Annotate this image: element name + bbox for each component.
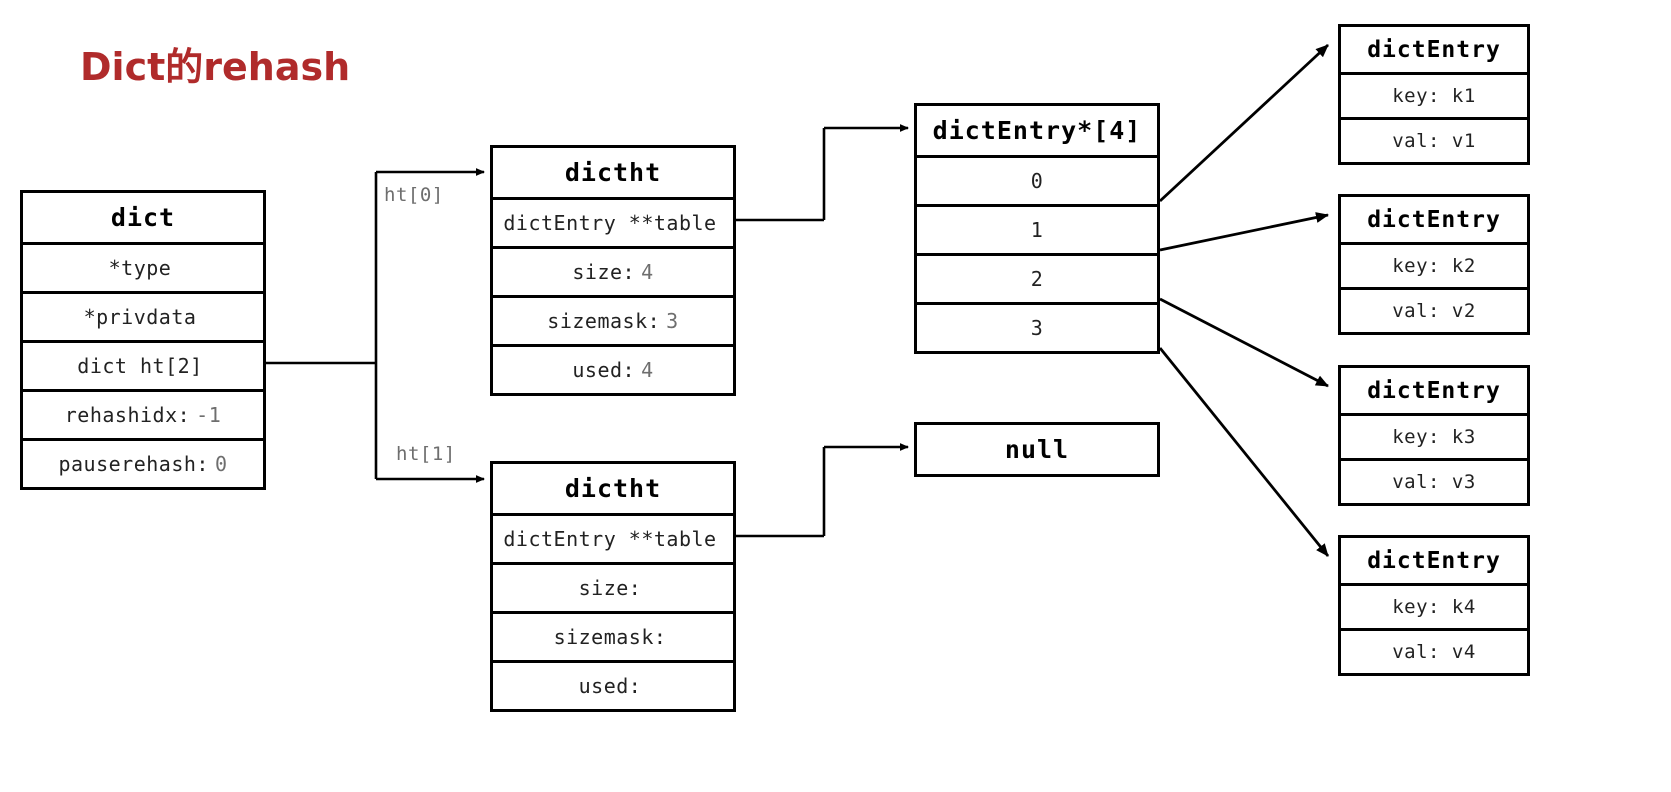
dictentry-box-2: dictEntry key: k2 val: v2 <box>1338 194 1530 335</box>
dict-row-privdata-label: *privdata <box>83 305 197 329</box>
dictentry-4-val: val: v4 <box>1341 628 1527 673</box>
dictentry-box-1: dictEntry key: k1 val: v1 <box>1338 24 1530 165</box>
dict-row-rehashidx-label: rehashidx: <box>64 403 191 427</box>
dictht0-box-header: dictht <box>564 158 662 187</box>
dictht1-box-header: dictht <box>564 474 662 503</box>
dict-row-type-label: *type <box>108 256 172 280</box>
dictentry-box-3: dictEntry key: k3 val: v3 <box>1338 365 1530 506</box>
dictentry-4-header: dictEntry <box>1367 547 1501 574</box>
ht0-label: ht[0] <box>384 184 444 206</box>
dictht0-row-table-label: dictEntry **table <box>503 211 717 235</box>
dictht1-row-used: used: <box>493 660 733 709</box>
dict-row-rehashidx-value: -1 <box>196 403 222 427</box>
dictht0-row-used: used: 4 <box>493 344 733 393</box>
dictentry-2-val: val: v2 <box>1341 287 1527 332</box>
dictht1-struct-box: dictht dictEntry **table size: sizemask:… <box>490 461 736 712</box>
array-slot-2: 2 <box>917 253 1157 302</box>
dict-row-privdata: *privdata <box>23 291 263 340</box>
dictentry-array-header: dictEntry*[4] <box>932 116 1142 145</box>
dictht1-row-size: size: <box>493 562 733 611</box>
dictentry-3-key: key: k3 <box>1341 413 1527 458</box>
dictentry-1-val: val: v1 <box>1341 117 1527 162</box>
dictentry-array-box: dictEntry*[4] 0 1 2 3 <box>914 103 1160 354</box>
array-slot-3: 3 <box>917 302 1157 351</box>
dictht0-row-table: dictEntry **table <box>493 197 733 246</box>
dictht1-row-used-label: used: <box>578 674 642 698</box>
array-slot-0: 0 <box>917 155 1157 204</box>
dictentry-3-val: val: v3 <box>1341 458 1527 503</box>
dictht1-row-table-label: dictEntry **table <box>503 527 717 551</box>
dictentry-box-4: dictEntry key: k4 val: v4 <box>1338 535 1530 676</box>
dictentry-4-key: key: k4 <box>1341 583 1527 628</box>
dictentry-2-key: key: k2 <box>1341 242 1527 287</box>
dict-row-pauserehash-label: pauserehash: <box>58 452 209 476</box>
dict-box-header: dict <box>110 203 176 232</box>
dict-row-rehashidx: rehashidx: -1 <box>23 389 263 438</box>
dict-row-pauserehash: pauserehash: 0 <box>23 438 263 487</box>
dictht0-row-size: size: 4 <box>493 246 733 295</box>
dictentry-1-header: dictEntry <box>1367 36 1501 63</box>
array-slot-1: 1 <box>917 204 1157 253</box>
page-title: Dict的rehash <box>80 45 351 89</box>
null-box-label: null <box>1004 435 1070 464</box>
dictht0-row-sizemask-label: sizemask: <box>547 309 661 333</box>
null-box: null <box>914 422 1160 477</box>
dictht0-row-sizemask-value: 3 <box>666 309 679 333</box>
dictht1-row-sizemask: sizemask: <box>493 611 733 660</box>
dictht1-row-table: dictEntry **table <box>493 513 733 562</box>
dict-row-pauserehash-value: 0 <box>214 452 228 476</box>
dictht1-row-size-label: size: <box>578 576 642 600</box>
dict-struct-box: dict *type *privdata dict ht[2] rehashid… <box>20 190 266 490</box>
dictht0-struct-box: dictht dictEntry **table size: 4 sizemas… <box>490 145 736 396</box>
dictht0-row-used-value: 4 <box>641 358 654 382</box>
dict-row-type: *type <box>23 242 263 291</box>
dict-row-ht: dict ht[2] <box>23 340 263 389</box>
dictht0-row-size-label: size: <box>572 260 636 284</box>
dictht0-row-size-value: 4 <box>641 260 654 284</box>
dictentry-2-header: dictEntry <box>1367 206 1501 233</box>
dict-row-ht-label: dict ht[2] <box>77 354 203 378</box>
dictht1-row-sizemask-label: sizemask: <box>553 625 667 649</box>
dictht0-row-sizemask: sizemask: 3 <box>493 295 733 344</box>
dictentry-1-key: key: k1 <box>1341 72 1527 117</box>
ht1-label: ht[1] <box>396 443 456 465</box>
dictht0-row-used-label: used: <box>572 358 636 382</box>
dictentry-3-header: dictEntry <box>1367 377 1501 404</box>
